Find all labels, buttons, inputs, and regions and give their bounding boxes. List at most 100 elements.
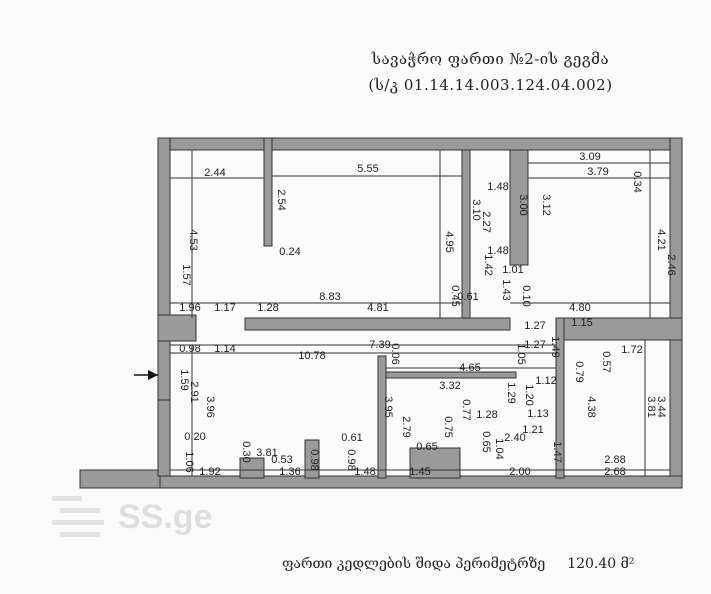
walls — [79, 137, 683, 489]
dimension-label: 2.46 — [665, 254, 677, 275]
dimension-label: 4.38 — [585, 396, 597, 417]
dimension-label: 1.48 — [487, 245, 508, 257]
dimension-label: 2.79 — [400, 416, 412, 437]
dimension-label: 0.06 — [389, 343, 401, 364]
wall-bottom-left — [79, 469, 161, 489]
dimension-label: 2.40 — [504, 432, 525, 444]
dimension-label: 1.59 — [178, 369, 190, 390]
dimension-label: 1.47 — [551, 441, 563, 462]
dimension-label: 0.34 — [631, 171, 643, 192]
dimension-label: 1.05 — [515, 343, 527, 364]
plan-title: სავაჭრო ფართი №2-ის გეგმა — [371, 50, 610, 68]
wall-top — [157, 137, 683, 151]
dimension-label: 3.95 — [382, 396, 394, 417]
dimension-label: 2.91 — [188, 381, 200, 402]
dimension-label: 3.44 — [655, 396, 667, 417]
dimension-label: 0.53 — [271, 454, 292, 466]
dimension-label: 3.81 — [256, 447, 277, 459]
dimension-label: 5.55 — [357, 163, 378, 175]
wall-right — [669, 137, 683, 489]
dimension-label: 1.72 — [621, 344, 642, 356]
dimension-label: 4.21 — [655, 229, 667, 250]
dimension-label: 0.65 — [416, 441, 437, 453]
dimension-label: 0.30 — [240, 441, 252, 462]
dimension-label: 2.44 — [204, 167, 225, 179]
wall-interior — [157, 314, 197, 342]
dimension-label: 1.48 — [354, 466, 375, 478]
dimension-label: 8.83 — [319, 291, 340, 303]
dimension-label: 0.24 — [279, 246, 300, 258]
dimension-label: 4.65 — [459, 362, 480, 374]
dimension-label: 1.28 — [476, 409, 497, 421]
dimension-label: 0.75 — [442, 416, 454, 437]
dimension-label: 3.10 — [470, 199, 482, 220]
dimension-label: 1.45 — [409, 466, 430, 478]
dimension-label: 1.12 — [535, 375, 556, 387]
dimension-label: 3.96 — [204, 396, 216, 417]
dimension-label: 0.61 — [457, 291, 478, 303]
dimension-label: 7.39 — [369, 339, 390, 351]
dimension-label: 2.54 — [275, 189, 287, 210]
wall-interior — [304, 439, 320, 479]
wall-interior — [409, 447, 461, 479]
wall-interior — [239, 457, 265, 479]
dimension-label: 1.96 — [179, 302, 200, 314]
dimension-label: 3.79 — [587, 166, 608, 178]
dimension-label: 3.12 — [540, 194, 552, 215]
dimension-label: 3.32 — [439, 380, 460, 392]
dimension-lines — [170, 150, 670, 476]
wall-interior — [263, 137, 273, 247]
wall-interior — [461, 149, 471, 319]
dimension-label: 3.09 — [579, 151, 600, 163]
area-summary: ფართი კედლების შიდა პერიმეტრზე 120.40 მ² — [282, 556, 634, 572]
dimension-label: 1.28 — [257, 302, 278, 314]
dimension-label: 1.42 — [482, 254, 494, 275]
wall-interior — [385, 371, 517, 379]
dimension-label: 2.68 — [604, 466, 625, 478]
wall-interior — [509, 149, 529, 266]
dimension-label: 2.00 — [509, 466, 530, 478]
dimension-label: 2.27 — [480, 211, 492, 232]
dimension-label: 0.98 — [179, 343, 200, 355]
area-value: 120.40 მ² — [567, 556, 635, 572]
dimension-label: 1.57 — [180, 264, 192, 285]
ss-ge-watermark: SS.ge — [52, 492, 212, 542]
dimension-label: 1.15 — [571, 317, 592, 329]
dimension-label: 1.06 — [183, 451, 195, 472]
dimension-label: 1.04 — [493, 438, 505, 459]
dimension-label: 1.27 — [524, 320, 545, 332]
dimension-label: 4.53 — [187, 229, 199, 250]
entrance-arrow-icon — [134, 370, 158, 380]
dimension-label: 3.00 — [517, 194, 529, 215]
wall-interior — [244, 317, 511, 331]
dimension-label: 0.79 — [573, 361, 585, 382]
wall-interior — [157, 399, 171, 477]
wall-interior — [377, 355, 387, 479]
dimension-label: 2.88 — [604, 454, 625, 466]
dimension-label: 1.21 — [522, 424, 543, 436]
wall-interior — [555, 317, 565, 479]
dimension-label: 0.98 — [345, 449, 357, 470]
dimension-label: 1.43 — [500, 279, 512, 300]
dimension-label: 0.61 — [341, 432, 362, 444]
dimension-label: 10.78 — [298, 350, 326, 362]
dimension-label: 0.10 — [520, 285, 532, 306]
dimension-label: 0.65 — [480, 431, 492, 452]
dimension-label: 1.29 — [505, 382, 517, 403]
dimension-label: 0.57 — [600, 351, 612, 372]
dimension-label: 0.98 — [308, 449, 320, 470]
dimension-label: 1.49 — [549, 336, 561, 357]
dimension-label: 0.20 — [184, 431, 205, 443]
cadastral-code: (ს/კ 01.14.14.003.124.04.002) — [368, 76, 613, 94]
dimension-label: 1.92 — [199, 466, 220, 478]
dimension-label: 1.01 — [502, 264, 523, 276]
dimension-label: 1.48 — [487, 181, 508, 193]
dimension-label: 1.14 — [214, 343, 235, 355]
dimension-label: 4.80 — [569, 302, 590, 314]
area-label: ფართი კედლების შიდა პერიმეტრზე — [282, 556, 546, 572]
dimension-label: 1.17 — [214, 302, 235, 314]
dimension-label: 0.45 — [449, 285, 461, 306]
dimension-label: 4.81 — [367, 302, 388, 314]
dimension-label: 1.20 — [523, 384, 535, 405]
